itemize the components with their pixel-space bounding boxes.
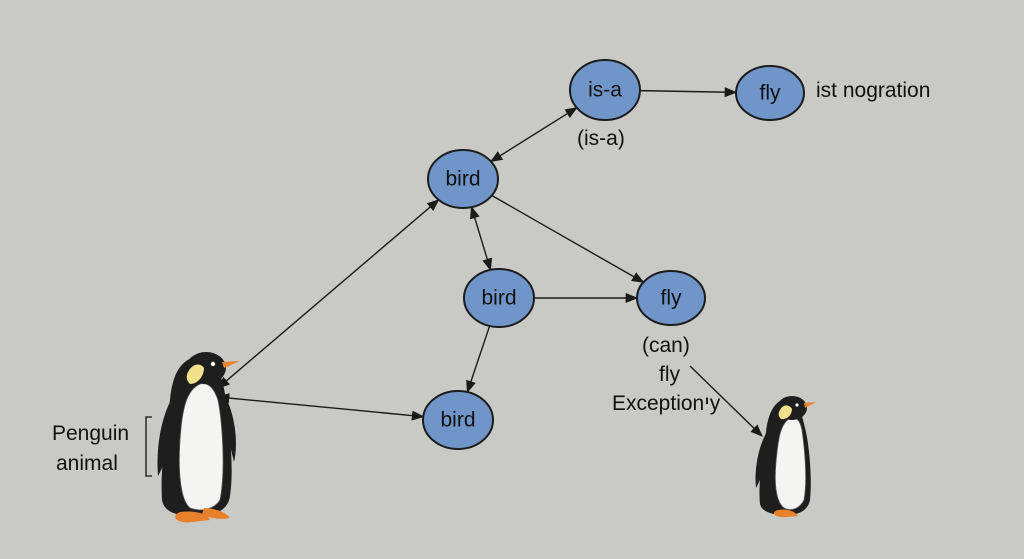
edge-bird-upper-to-is-a-top	[489, 107, 578, 163]
node-bird-middle: bird	[463, 268, 535, 328]
node-is-a-top-shape	[569, 59, 641, 121]
bracket-shape	[145, 416, 152, 477]
top-right-label: ist nogration	[816, 79, 930, 102]
node-bird-upper-label: bird	[445, 168, 480, 191]
node-bird-lower-shape	[422, 390, 494, 450]
penguin-right-icon	[755, 396, 816, 518]
node-is-a-top: is-a	[569, 59, 641, 121]
node-fly-middle-shape	[636, 270, 706, 326]
node-bird-middle-shape	[463, 268, 535, 328]
edge-bird-upper-to-fly-middle	[491, 194, 645, 283]
node-fly-top-shape	[735, 65, 805, 121]
edge-penguin-left-to-bird-upper	[217, 198, 440, 389]
edges-group	[216, 87, 763, 437]
node-bird-upper: bird	[427, 149, 499, 209]
node-bird-lower: bird	[422, 390, 494, 450]
node-is-a-top-label: is-a	[588, 79, 622, 102]
edge-bird-upper-to-bird-middle	[469, 205, 493, 272]
node-bird-lower-label: bird	[440, 409, 475, 432]
node-fly-middle: fly	[636, 270, 706, 326]
node-fly-top: fly	[735, 65, 805, 121]
node-fly-top-label: fly	[760, 82, 782, 105]
node-bird-upper-shape	[427, 149, 499, 209]
is-a-paren-label: (is-a)	[577, 127, 625, 150]
penguin-label-line2: animal	[56, 452, 118, 475]
node-fly-middle-label: fly	[661, 287, 683, 310]
edge-is-a-top-to-fly-top	[639, 87, 738, 98]
penguin-label-line1: Penguin	[52, 422, 129, 445]
can-paren-label: (can)	[642, 334, 690, 357]
edge-bird-middle-to-bird-lower	[466, 325, 491, 394]
node-bird-middle-label: bird	[481, 287, 516, 310]
penguin-left-icon	[157, 352, 240, 523]
fly-word-label: fly	[659, 363, 681, 386]
edge-penguin-left-to-bird-lower	[216, 393, 425, 421]
edge-exception-label-to-penguin-right	[689, 365, 763, 437]
exception-label: Exceptionיy	[612, 392, 721, 415]
